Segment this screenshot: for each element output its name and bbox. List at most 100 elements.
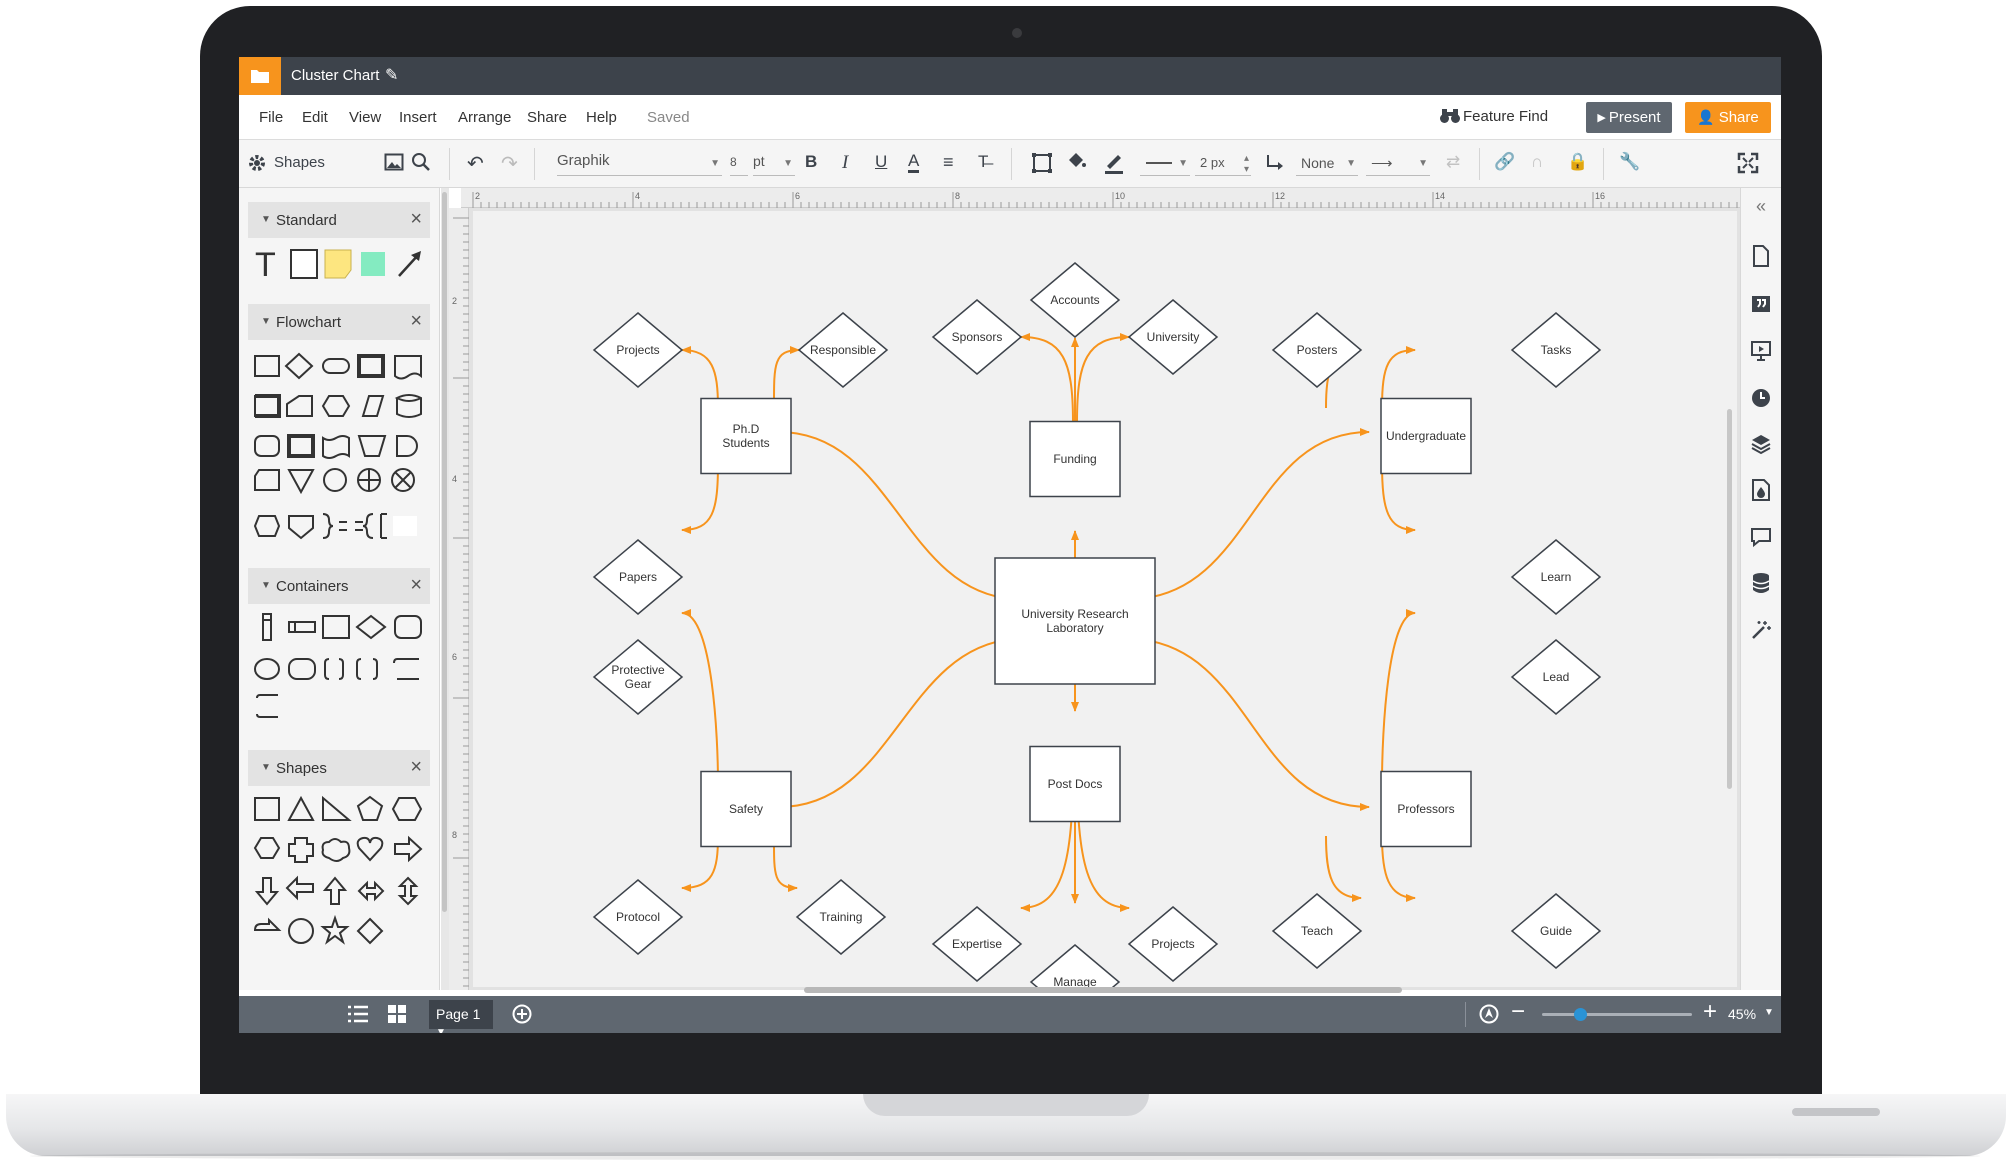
shape-border-icon[interactable]: [1031, 152, 1053, 179]
fullscreen-icon[interactable]: [1737, 152, 1759, 179]
projects-postdocs-diamond[interactable]: [1127, 906, 1219, 982]
lock-icon[interactable]: 🔒: [1567, 152, 1589, 171]
italic-icon[interactable]: I: [842, 152, 849, 173]
fill-bucket-icon[interactable]: [1065, 150, 1087, 177]
close-icon[interactable]: ×: [410, 310, 422, 332]
university-diamond[interactable]: [1127, 299, 1219, 375]
menu-view[interactable]: View: [349, 109, 382, 126]
magnet-icon[interactable]: ∩: [1531, 152, 1544, 171]
list-view-icon[interactable]: [347, 1004, 369, 1029]
training-diamond[interactable]: [795, 879, 887, 955]
funding-node[interactable]: [1029, 420, 1121, 498]
zoom-in-icon[interactable]: +: [1703, 998, 1718, 1025]
tasks-diamond[interactable]: [1510, 312, 1602, 388]
image-icon[interactable]: [384, 152, 404, 177]
menu-help[interactable]: Help: [586, 109, 617, 126]
undo-icon[interactable]: ↶: [467, 153, 484, 175]
expertise-diamond[interactable]: [931, 906, 1023, 982]
scroll-thumb[interactable]: [442, 192, 447, 912]
menu-file[interactable]: File: [259, 109, 284, 126]
page-icon[interactable]: [1749, 244, 1773, 268]
teach-diamond[interactable]: [1271, 893, 1363, 969]
safety-node[interactable]: [700, 770, 792, 848]
menu-share[interactable]: Share: [527, 109, 568, 126]
gear-icon[interactable]: [247, 153, 267, 178]
shapes-label[interactable]: Shapes: [274, 154, 325, 171]
font-size-input[interactable]: 8: [730, 152, 748, 176]
binoculars-icon[interactable]: [1439, 107, 1461, 130]
basic-shapes-grid[interactable]: [251, 794, 437, 954]
undergraduate-node[interactable]: [1380, 397, 1472, 475]
font-unit-select[interactable]: pt▼: [753, 152, 795, 176]
quote-icon[interactable]: [1749, 292, 1773, 316]
line-style-select[interactable]: ▼: [1140, 152, 1190, 176]
chevron-down-icon[interactable]: ▼: [1764, 1007, 1774, 1018]
line-width-select[interactable]: 2 px▴▾: [1195, 152, 1251, 176]
align-icon[interactable]: ≡: [943, 152, 954, 172]
magic-wand-icon[interactable]: [1749, 618, 1773, 642]
close-icon[interactable]: ×: [410, 208, 422, 230]
close-icon[interactable]: ×: [410, 574, 422, 596]
text-options-icon[interactable]: T̶: [978, 152, 989, 171]
comment-icon[interactable]: [1749, 525, 1773, 549]
menu-edit[interactable]: Edit: [302, 109, 328, 126]
search-icon[interactable]: [411, 152, 431, 177]
bold-icon[interactable]: B: [805, 152, 818, 171]
section-containers-header[interactable]: ▼ Containers ×: [248, 568, 430, 604]
line-start-select[interactable]: None▼: [1296, 152, 1358, 176]
connector-style-icon[interactable]: [1264, 152, 1286, 179]
canvas-vertical-scrollbar[interactable]: [1727, 409, 1732, 789]
text-color-icon[interactable]: A: [908, 152, 920, 173]
standard-shapes-grid[interactable]: T: [253, 246, 433, 282]
swap-icon[interactable]: ⇄: [1446, 152, 1461, 171]
line-end-select[interactable]: ⟶▼: [1366, 152, 1430, 176]
section-flowchart-header[interactable]: ▼ Flowchart ×: [248, 304, 430, 340]
responsible-diamond[interactable]: [797, 312, 889, 388]
flowchart-shapes-grid[interactable]: [251, 352, 437, 512]
protective-gear-diamond[interactable]: [592, 639, 684, 715]
close-icon[interactable]: ×: [410, 756, 422, 778]
papers-diamond[interactable]: [592, 539, 684, 615]
fill-page-icon[interactable]: [1749, 478, 1773, 502]
presentation-icon[interactable]: [1749, 338, 1773, 362]
share-button[interactable]: 👤Share: [1685, 102, 1771, 133]
posters-diamond[interactable]: [1271, 312, 1363, 388]
redo-icon[interactable]: ↷: [501, 153, 518, 175]
center-node[interactable]: [994, 557, 1156, 685]
clock-icon[interactable]: [1749, 386, 1773, 410]
layers-icon[interactable]: [1749, 432, 1773, 456]
font-select[interactable]: Graphik▼: [557, 152, 722, 176]
protocol-diamond[interactable]: [592, 879, 684, 955]
section-shapes-header[interactable]: ▼ Shapes ×: [248, 750, 430, 786]
folder-icon[interactable]: [239, 57, 281, 95]
flowchart-shapes-row[interactable]: [251, 510, 437, 542]
navigator-icon[interactable]: [1479, 1004, 1499, 1029]
phd-students-node[interactable]: [700, 397, 792, 475]
menu-arrange[interactable]: Arrange: [458, 109, 512, 126]
canvas-horizontal-scrollbar[interactable]: [804, 987, 1402, 993]
zoom-level[interactable]: 45%: [1728, 1006, 1757, 1022]
collapse-panel-icon[interactable]: «: [1755, 195, 1766, 216]
line-color-icon[interactable]: [1103, 150, 1125, 179]
feature-find-link[interactable]: Feature Find: [1463, 108, 1549, 125]
page-tab[interactable]: Page 1 ▼: [429, 1000, 493, 1033]
wrench-icon[interactable]: 🔧: [1619, 152, 1641, 171]
link-icon[interactable]: 🔗: [1494, 152, 1516, 171]
post-docs-node[interactable]: [1029, 745, 1121, 823]
database-icon[interactable]: [1749, 571, 1773, 595]
lead-diamond[interactable]: [1510, 639, 1602, 715]
professors-node[interactable]: [1380, 770, 1472, 848]
zoom-out-icon[interactable]: −: [1511, 998, 1526, 1025]
learn-diamond[interactable]: [1510, 539, 1602, 615]
sponsors-diamond[interactable]: [931, 299, 1023, 375]
zoom-slider[interactable]: [1542, 1008, 1692, 1021]
grid-view-icon[interactable]: [387, 1004, 407, 1029]
projects-diamond[interactable]: [592, 312, 684, 388]
present-button[interactable]: ▶Present: [1586, 102, 1672, 133]
add-page-icon[interactable]: [512, 1004, 532, 1029]
menu-insert[interactable]: Insert: [399, 109, 437, 126]
guide-diamond[interactable]: [1510, 893, 1602, 969]
